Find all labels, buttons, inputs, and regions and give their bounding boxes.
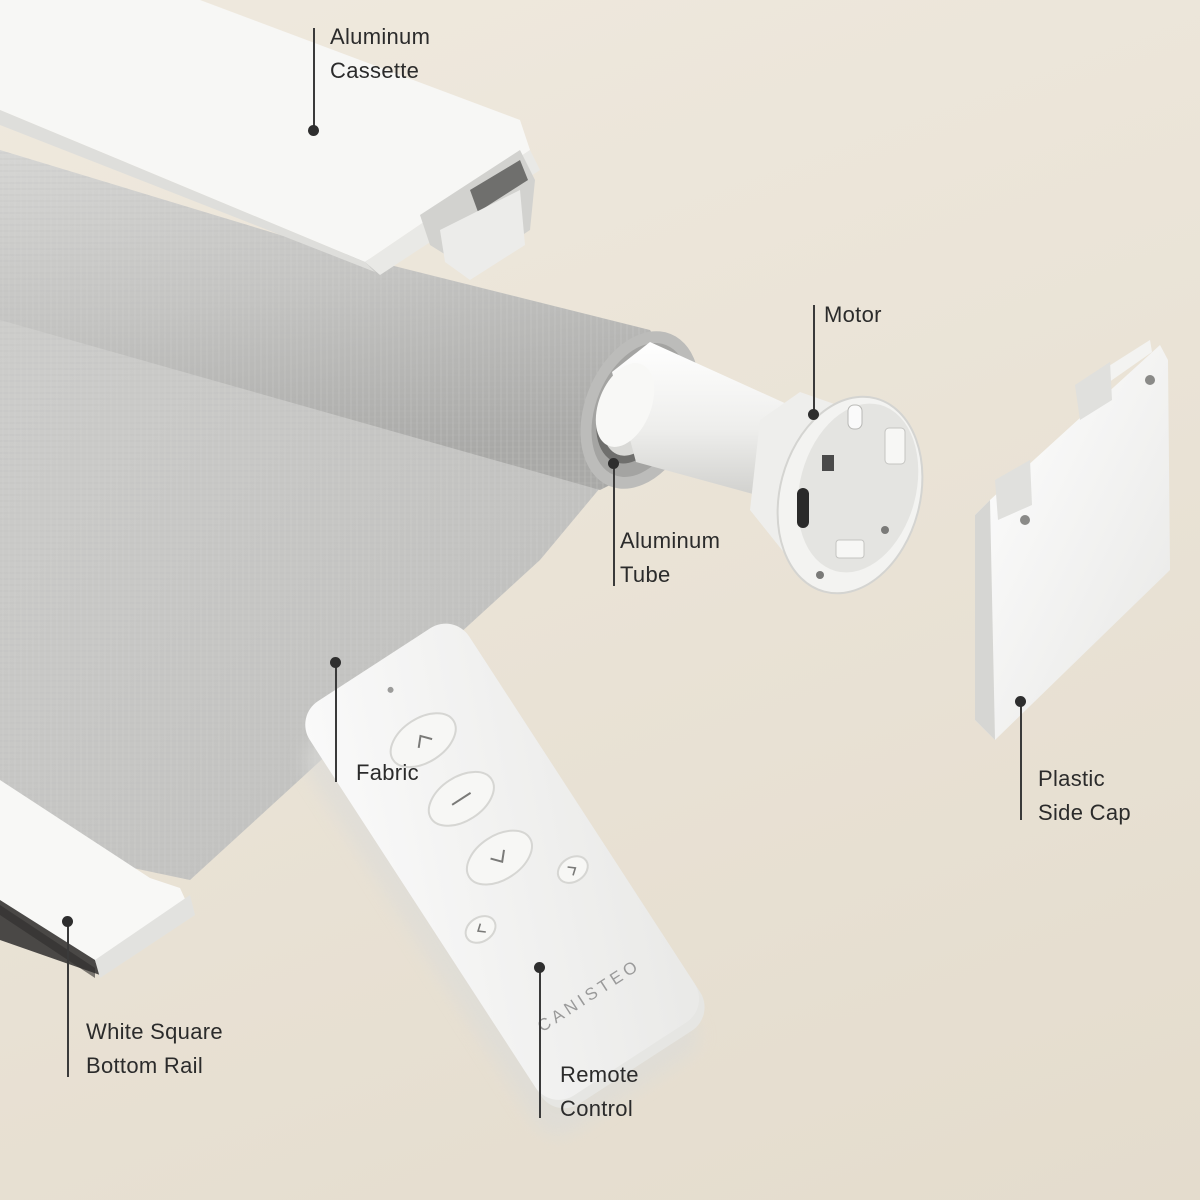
side-cap-leader [1020,700,1022,820]
motor-dot [808,409,819,420]
bottom-rail [0,780,195,978]
remote-down-button[interactable] [457,820,541,896]
remote-left-button[interactable] [461,911,501,949]
remote-right-button[interactable] [553,851,593,889]
aluminum-cassette [0,0,540,280]
fabric-leader [335,662,337,782]
motor-label: Motor [824,302,882,327]
remote-stop-button[interactable] [419,761,503,837]
remote-dot [534,962,545,973]
bottom-rail-leader [67,922,69,1077]
side-cap-dot [1015,696,1026,707]
cassette-leader [313,28,315,130]
remote-up-button[interactable] [381,702,465,778]
fabric-dot [330,657,341,668]
motor [595,342,924,595]
bottom-rail-dot [62,916,73,927]
tube-dot [608,458,619,469]
motor-leader [813,305,815,415]
plastic-side-cap [975,340,1170,740]
tube-leader [613,468,615,586]
fabric-label: Fabric [356,760,419,785]
remote-control: CANISTEO [304,623,705,1136]
cassette-dot [308,125,319,136]
remote-leader [539,968,541,1118]
